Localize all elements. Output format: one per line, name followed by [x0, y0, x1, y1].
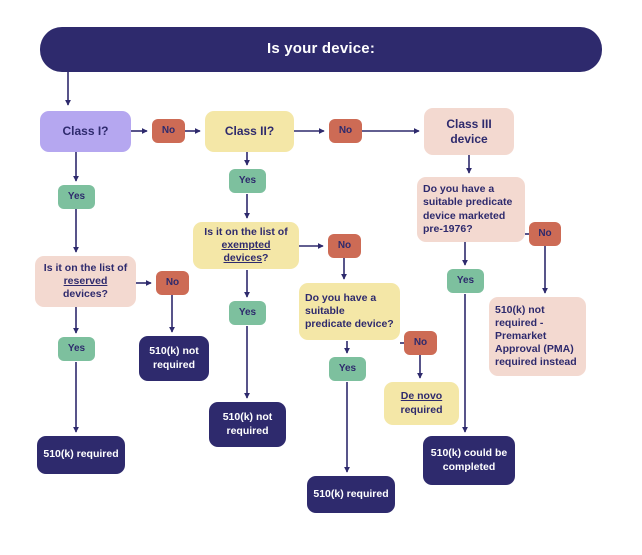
yes-badge-pre1976: Yes [447, 269, 484, 293]
no-badge-pre1976: No [529, 222, 561, 246]
exempted-question-box: Is it on the list of exempted devices? [193, 222, 299, 269]
reserved-question-text: Is it on the list of reserved devices? [41, 262, 130, 301]
no-badge-class1: No [152, 119, 185, 143]
denovo-post: required [400, 403, 443, 416]
yes-badge-class2: Yes [229, 169, 266, 193]
not-required-box-2: 510(k) not required [209, 402, 286, 447]
no-badge-predicate: No [404, 331, 437, 355]
exempted-question-text: Is it on the list of exempted devices? [199, 226, 293, 265]
reserved-question-underlined: reserved [63, 274, 108, 287]
yes-badge-reserved: Yes [58, 337, 95, 361]
denovo-box: De novo required [384, 382, 459, 425]
reserved-question-pre: Is it on the list of [43, 261, 128, 274]
exempted-question-post: ? [262, 252, 269, 265]
required-box-2: 510(k) required [307, 476, 395, 513]
denovo-text: De novo required [390, 390, 453, 416]
pre1976-question-box: Do you have a suitable predicate device … [417, 177, 525, 242]
pma-box: 510(k) not required - Premarket Approval… [489, 297, 586, 376]
exempted-question-pre: Is it on the list of [204, 225, 288, 238]
not-required-box-1: 510(k) not required [139, 336, 209, 381]
no-badge-class2: No [329, 119, 362, 143]
yes-badge-predicate: Yes [329, 357, 366, 381]
exempted-question-underlined: exempted devices [221, 238, 271, 265]
denovo-underlined: De novo [400, 390, 443, 403]
required-box-1: 510(k) required [37, 436, 125, 474]
yes-badge-class1: Yes [58, 185, 95, 209]
reserved-question-box: Is it on the list of reserved devices? [35, 256, 136, 307]
yes-badge-exempted: Yes [229, 301, 266, 325]
class-1-box: Class I? [40, 111, 131, 152]
completed-box: 510(k) could be completed [423, 436, 515, 485]
class-2-box: Class II? [205, 111, 294, 152]
predicate-question-box: Do you have a suitable predicate device? [299, 283, 400, 340]
no-badge-exempted: No [328, 234, 361, 258]
reserved-question-post: devices? [63, 288, 108, 301]
class-3-box: Class III device [424, 108, 514, 155]
flowchart-title: Is your device: [40, 27, 602, 72]
no-badge-reserved: No [156, 271, 189, 295]
